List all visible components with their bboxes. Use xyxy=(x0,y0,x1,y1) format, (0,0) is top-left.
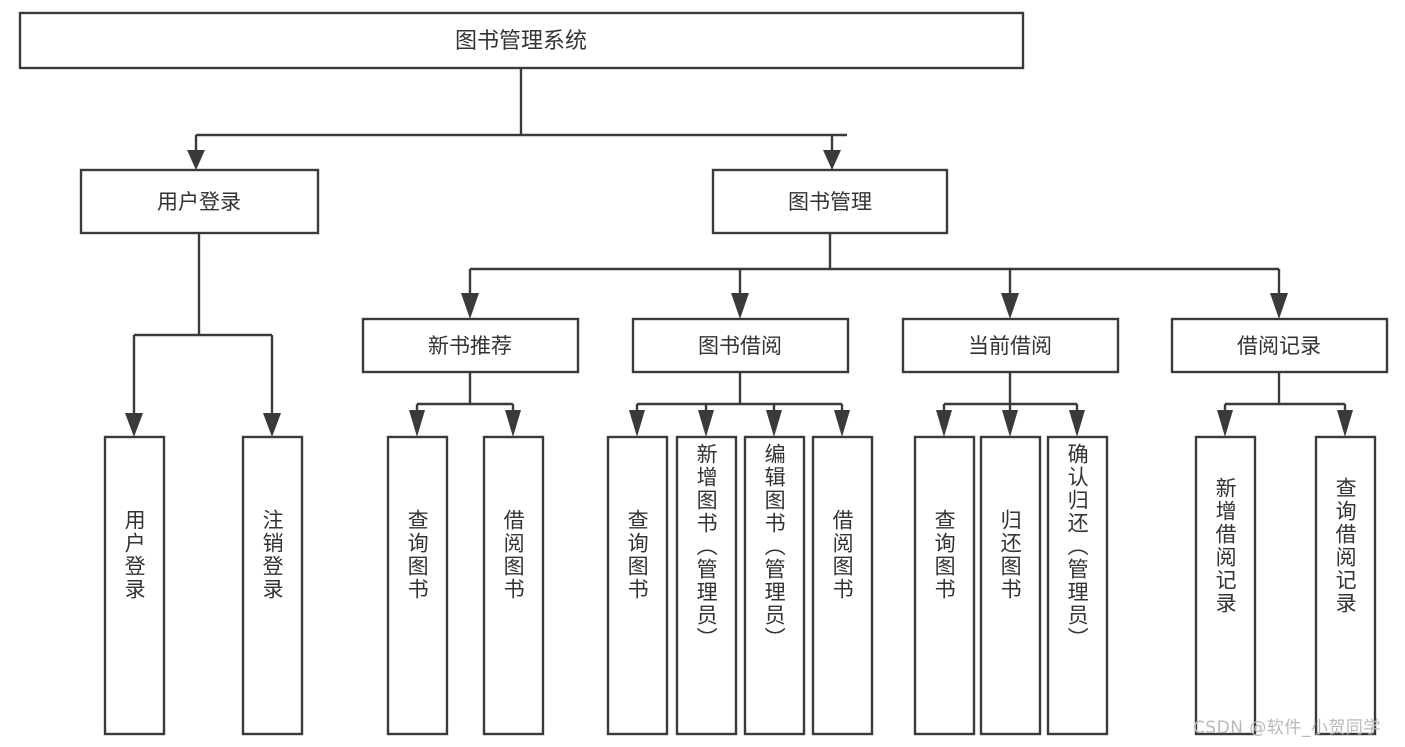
node-leaf-confirm-return-box[interactable] xyxy=(1046,435,1109,736)
node-new-book-recommend[interactable]: 新书推荐 xyxy=(361,317,580,374)
arrow-head-leaf-user-login xyxy=(125,413,143,437)
node-borrow-record-label: 借阅记录 xyxy=(1237,334,1321,358)
node-root-box[interactable] xyxy=(18,11,1025,70)
arrow-head-new-book-recommend xyxy=(461,293,479,319)
arrow-head-leaf-query-book-1 xyxy=(409,410,425,437)
node-layer: 图书管理系统 用户登录 图书管理 新书推荐 图书借阅 xyxy=(18,11,1389,736)
arrow-head-leaf-query-record xyxy=(1337,410,1353,437)
node-borrow-record-box[interactable] xyxy=(1170,317,1389,374)
node-root[interactable]: 图书管理系统 xyxy=(18,11,1025,70)
arrow-head-leaf-add-record xyxy=(1217,410,1233,437)
node-user-login-label: 用户登录 xyxy=(157,190,241,214)
node-current-borrow-label: 当前借阅 xyxy=(968,334,1052,358)
arrow-head-borrow-record xyxy=(1270,293,1288,319)
node-user-login[interactable]: 用户登录 xyxy=(79,168,320,235)
arrow-head-leaf-user-logout xyxy=(263,413,281,437)
node-leaf-query-book-1-box[interactable] xyxy=(386,435,449,736)
node-leaf-user-logout-box[interactable] xyxy=(241,435,304,736)
node-leaf-borrow-book-2-box[interactable] xyxy=(811,435,874,736)
node-leaf-query-book-2-box[interactable] xyxy=(606,435,669,736)
node-leaf-user-login-box[interactable] xyxy=(103,435,166,736)
arrow-head-leaf-return-book xyxy=(1002,410,1018,437)
arrow-head-leaf-confirm-return xyxy=(1069,410,1085,437)
node-book-borrow-box[interactable] xyxy=(631,317,850,374)
arrow-head-leaf-query-book-3 xyxy=(936,410,952,437)
arrow-head-leaf-query-book-2 xyxy=(629,410,645,437)
node-user-login-box[interactable] xyxy=(79,168,320,235)
node-book-borrow[interactable]: 图书借阅 xyxy=(631,317,850,374)
arrow-head-current-borrow xyxy=(1001,293,1019,319)
arrow-head-leaf-borrow-book-1 xyxy=(505,410,521,437)
node-new-book-recommend-label: 新书推荐 xyxy=(428,334,512,358)
arrow-head-leaf-borrow-book-2 xyxy=(834,410,850,437)
node-leaf-borrow-book-1-box[interactable] xyxy=(482,435,545,736)
arrow-head-book-borrow xyxy=(731,293,749,319)
node-new-book-recommend-box[interactable] xyxy=(361,317,580,374)
node-current-borrow-box[interactable] xyxy=(901,317,1120,374)
node-leaf-add-record-box[interactable] xyxy=(1194,435,1257,736)
node-leaf-query-record-box[interactable] xyxy=(1314,435,1377,736)
node-leaf-edit-book-box[interactable] xyxy=(743,435,806,736)
leaf-node-layer xyxy=(103,435,1377,736)
node-leaf-add-book-box[interactable] xyxy=(675,435,738,736)
csdn-watermark: CSDN @软件_小贺同学 xyxy=(1193,718,1381,738)
arrow-head-leaf-add-book xyxy=(698,410,714,437)
arrow-head-book-manage xyxy=(823,150,841,170)
node-borrow-record[interactable]: 借阅记录 xyxy=(1170,317,1389,374)
node-leaf-query-book-3-box[interactable] xyxy=(913,435,976,736)
arrow-head-user-login xyxy=(187,150,205,170)
node-book-manage-box[interactable] xyxy=(711,168,949,235)
node-root-label: 图书管理系统 xyxy=(455,29,587,54)
node-book-manage[interactable]: 图书管理 xyxy=(711,168,949,235)
node-current-borrow[interactable]: 当前借阅 xyxy=(901,317,1120,374)
node-leaf-return-book-box[interactable] xyxy=(979,435,1042,736)
arrow-head-leaf-edit-book xyxy=(766,410,782,437)
connector-layer xyxy=(125,68,1353,437)
node-book-borrow-label: 图书借阅 xyxy=(698,334,782,358)
node-book-manage-label: 图书管理 xyxy=(788,190,872,214)
